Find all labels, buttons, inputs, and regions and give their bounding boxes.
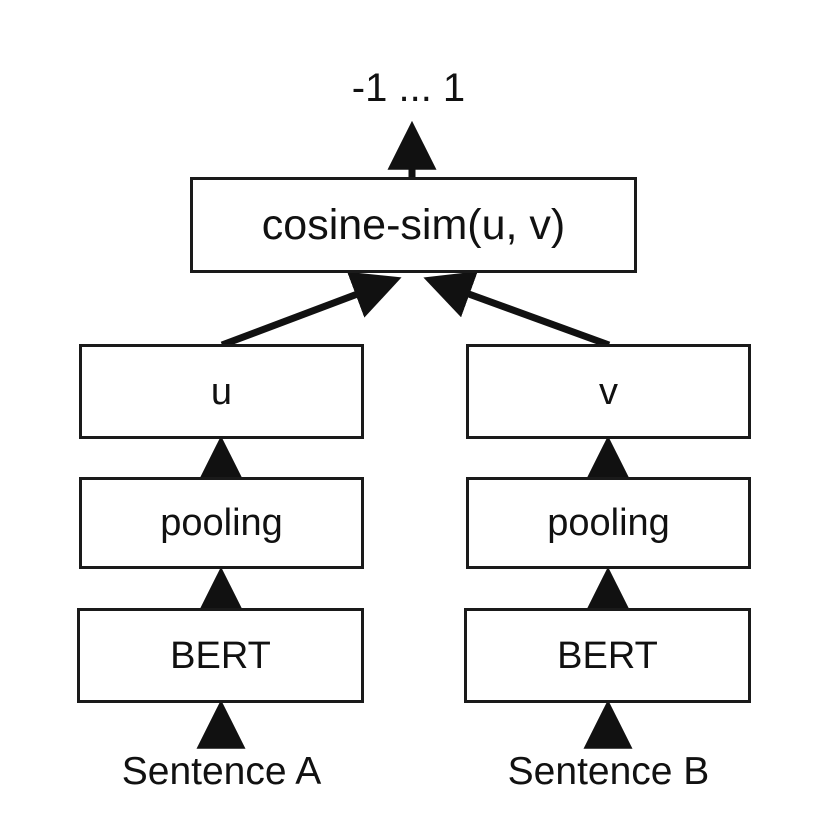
node-pooling-b: pooling (466, 477, 751, 569)
node-cosine-sim-label: cosine-sim(u, v) (261, 200, 566, 249)
arrow-v-to-cosine (423, 271, 611, 349)
node-bert-a: BERT (77, 608, 364, 703)
input-sentence-a-label: Sentence A (121, 750, 322, 793)
node-embedding-u: u (79, 344, 364, 439)
node-pooling-b-label: pooling (547, 502, 670, 544)
node-bert-b-label: BERT (557, 634, 658, 677)
node-cosine-sim: cosine-sim(u, v) (190, 177, 637, 273)
node-pooling-a: pooling (79, 477, 364, 569)
node-bert-b: BERT (464, 608, 751, 703)
node-bert-a-label: BERT (170, 634, 271, 677)
node-embedding-v-label: v (599, 370, 618, 413)
input-sentence-b-label: Sentence B (507, 750, 710, 793)
node-embedding-v: v (466, 344, 751, 439)
arrow-u-to-cosine (220, 271, 402, 349)
node-pooling-a-label: pooling (160, 502, 283, 544)
output-score-label: -1 ... 1 (351, 66, 466, 110)
node-embedding-u-label: u (210, 370, 233, 413)
